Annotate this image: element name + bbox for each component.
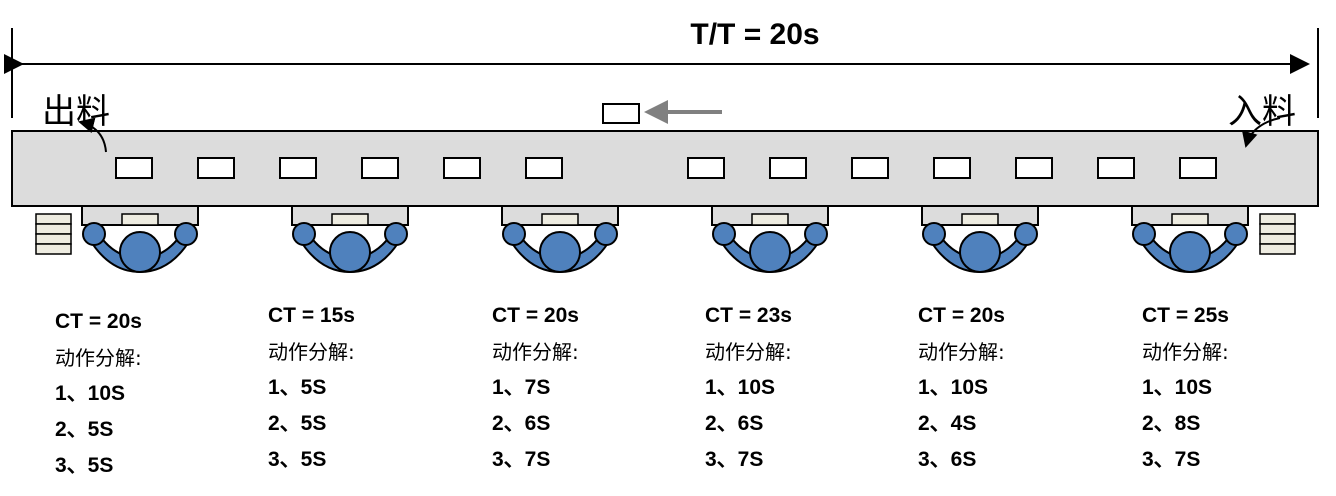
station-info: CT = 23s 动作分解: 1、10S 2、6S 3、7S (705, 298, 792, 478)
fixture (121, 213, 159, 226)
material-stack (1259, 213, 1296, 255)
step-time: 1、10S (1142, 376, 1213, 399)
fixture (751, 213, 789, 226)
operator-left-hand (1132, 222, 1156, 246)
step-time: 2、6S (492, 412, 551, 435)
part-on-conveyor (687, 157, 725, 179)
step-time: 3、5S (268, 448, 327, 471)
breakdown-label: 动作分解: (1142, 340, 1229, 364)
part-on-conveyor (1097, 157, 1135, 179)
material-stack (35, 213, 72, 255)
operator-right-hand (804, 222, 828, 246)
fixture (961, 213, 999, 226)
station-info: CT = 15s 动作分解: 1、5S 2、5S 3、5S (268, 298, 355, 478)
cycle-time: CT = 20s (918, 304, 1005, 327)
workstation (501, 205, 619, 274)
part-on-conveyor (525, 157, 563, 179)
operator-right-hand (1224, 222, 1248, 246)
workstation (711, 205, 829, 274)
part-on-conveyor (851, 157, 889, 179)
operator-right-hand (1014, 222, 1038, 246)
workstation (291, 205, 409, 274)
fixture (541, 213, 579, 226)
part-on-conveyor (1015, 157, 1053, 179)
step-time: 2、4S (918, 412, 977, 435)
part-on-conveyor (361, 157, 399, 179)
step-time: 3、5S (55, 454, 114, 477)
cycle-time: CT = 20s (492, 304, 579, 327)
step-time: 1、10S (918, 376, 989, 399)
step-time: 3、7S (705, 448, 764, 471)
operator-left-hand (82, 222, 106, 246)
workstation (81, 205, 199, 274)
part-on-conveyor (197, 157, 235, 179)
takt-time-title: T/T = 20s (690, 18, 820, 51)
fixture (331, 213, 369, 226)
workstation (921, 205, 1039, 274)
part-on-conveyor (443, 157, 481, 179)
part-on-conveyor (769, 157, 807, 179)
operator-head (1169, 231, 1211, 273)
step-time: 3、7S (1142, 448, 1201, 471)
cycle-time: CT = 20s (55, 310, 142, 333)
cycle-time: CT = 15s (268, 304, 355, 327)
station-info: CT = 20s 动作分解: 1、10S 2、4S 3、6S (918, 298, 1005, 478)
input-label: 入料 (1228, 92, 1296, 132)
operator-left-hand (712, 222, 736, 246)
station-info: CT = 20s 动作分解: 1、10S 2、5S 3、5S (55, 304, 142, 484)
breakdown-label: 动作分解: (918, 340, 1005, 364)
operator-head (539, 231, 581, 273)
breakdown-label: 动作分解: (55, 346, 142, 370)
step-time: 3、7S (492, 448, 551, 471)
station-info: CT = 25s 动作分解: 1、10S 2、8S 3、7S (1142, 298, 1229, 478)
output-arrow (78, 117, 107, 153)
step-time: 1、10S (55, 382, 126, 405)
part-on-conveyor (933, 157, 971, 179)
step-time: 1、10S (705, 376, 776, 399)
operator-head (329, 231, 371, 273)
workstation (1131, 205, 1249, 274)
breakdown-label: 动作分解: (492, 340, 579, 364)
station-info: CT = 20s 动作分解: 1、7S 2、6S 3、7S (492, 298, 579, 478)
step-time: 2、5S (55, 418, 114, 441)
step-time: 3、6S (918, 448, 977, 471)
step-time: 1、7S (492, 376, 551, 399)
step-time: 1、5S (268, 376, 327, 399)
cycle-time: CT = 23s (705, 304, 792, 327)
output-label: 出料 (42, 92, 110, 132)
operator-head (749, 231, 791, 273)
operator-right-hand (174, 222, 198, 246)
step-time: 2、5S (268, 412, 327, 435)
cycle-time: CT = 25s (1142, 304, 1229, 327)
operator-left-hand (922, 222, 946, 246)
breakdown-label: 动作分解: (705, 340, 792, 364)
part-on-conveyor (115, 157, 153, 179)
operator-left-hand (292, 222, 316, 246)
part-on-conveyor (279, 157, 317, 179)
step-time: 2、8S (1142, 412, 1201, 435)
step-time: 2、6S (705, 412, 764, 435)
operator-left-hand (502, 222, 526, 246)
operator-right-hand (384, 222, 408, 246)
fixture (1171, 213, 1209, 226)
input-arrow (1241, 117, 1281, 148)
incoming-part (602, 103, 640, 124)
part-on-conveyor (1179, 157, 1217, 179)
operator-head (119, 231, 161, 273)
operator-right-hand (594, 222, 618, 246)
operator-head (959, 231, 1001, 273)
breakdown-label: 动作分解: (268, 340, 355, 364)
